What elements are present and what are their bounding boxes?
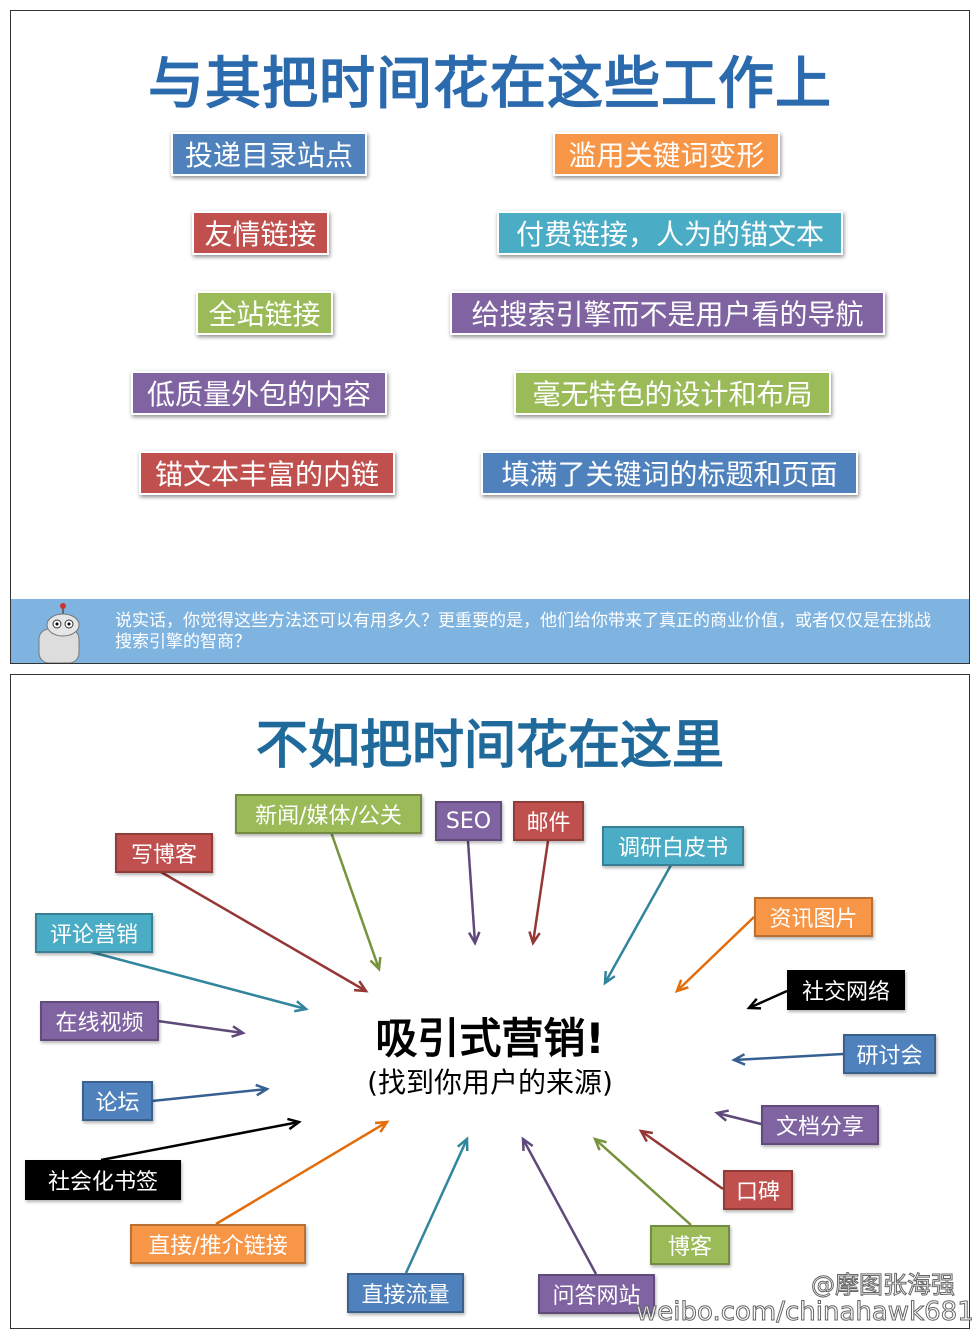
arrowhead-icon bbox=[746, 998, 762, 1010]
bad-practice-item: 低质量外包的内容 bbox=[131, 371, 387, 415]
arrow-line bbox=[733, 1052, 844, 1062]
arrowhead-icon bbox=[638, 1129, 654, 1143]
arrowhead-icon bbox=[603, 970, 616, 986]
traffic-source-item: 论坛 bbox=[82, 1081, 153, 1121]
arrow-line bbox=[90, 950, 307, 1011]
bottom-title: 不如把时间花在这里 bbox=[255, 716, 724, 776]
arrow-line bbox=[404, 1138, 469, 1274]
arrowhead-icon bbox=[353, 980, 369, 993]
top-slide: 与其把时间花在这些工作上 投递目录站点 滥用关键词变形友情链接 付费链接，人为的锚文… bbox=[10, 10, 970, 664]
arrow-line bbox=[748, 989, 788, 1010]
traffic-source-item: 博客 bbox=[650, 1225, 730, 1265]
arrowhead-icon bbox=[231, 1025, 246, 1038]
arrow-line bbox=[466, 840, 477, 944]
arrowhead-icon bbox=[369, 956, 382, 972]
traffic-source-item: 口碑 bbox=[723, 1170, 793, 1210]
watermark-handle: @摩图张海强 bbox=[811, 1271, 956, 1300]
arrow-line bbox=[676, 916, 755, 992]
top-title: 与其把时间花在这些工作上 bbox=[148, 52, 832, 117]
arrowhead-icon bbox=[521, 1136, 534, 1152]
bad-practice-item: 填满了关键词的标题和页面 bbox=[481, 451, 858, 495]
traffic-source-item: 写博客 bbox=[115, 833, 213, 873]
arrowhead-icon bbox=[714, 1109, 730, 1122]
traffic-source-item: SEO bbox=[435, 801, 502, 841]
arrowhead-icon bbox=[293, 1000, 309, 1013]
arrow-line bbox=[603, 864, 673, 984]
arrow-line bbox=[151, 1087, 268, 1103]
traffic-source-item: 文档分享 bbox=[761, 1105, 879, 1145]
traffic-source-item: 研讨会 bbox=[843, 1034, 936, 1074]
traffic-source-item: 社会化书签 bbox=[25, 1160, 181, 1200]
bottom-slide: 不如把时间花在这里 吸引式营销! (找到你用户的来源) 新闻/媒体/公关 SEO 邮… bbox=[10, 674, 974, 1329]
traffic-source-item: 直接流量 bbox=[347, 1273, 464, 1313]
arrow-line bbox=[100, 1120, 300, 1162]
watermark-url: weibo.com/chinahawk681 bbox=[636, 1297, 975, 1328]
traffic-source-item: 新闻/媒体/公关 bbox=[235, 794, 422, 834]
arrow-line bbox=[531, 840, 550, 944]
bad-practice-item: 锚文本丰富的内链 bbox=[139, 451, 395, 495]
arrow-line bbox=[716, 1111, 762, 1126]
arrowhead-icon bbox=[374, 1120, 390, 1133]
arrow-line bbox=[157, 1019, 244, 1035]
robot-mascot-icon bbox=[38, 603, 80, 663]
arrowhead-icon bbox=[674, 979, 689, 993]
arrowhead-icon bbox=[592, 1137, 607, 1151]
traffic-source-item: 在线视频 bbox=[40, 1001, 159, 1041]
banner: 说实话，你觉得这些方法还可以有用多久？更重要的是，他们给你带来了真正的商业价值，… bbox=[11, 599, 969, 663]
bad-practice-item: 投递目录站点 bbox=[171, 132, 367, 176]
arrow-line bbox=[640, 1129, 724, 1191]
arrowhead-icon bbox=[255, 1083, 270, 1097]
bad-practice-item: 全站链接 bbox=[196, 291, 333, 335]
arrowhead-icon bbox=[456, 1136, 469, 1152]
arrowhead-icon bbox=[467, 931, 481, 946]
arrow-line bbox=[215, 1120, 388, 1226]
bad-practice-item: 付费链接，人为的锚文本 bbox=[497, 211, 843, 255]
arrow-line bbox=[160, 870, 367, 993]
traffic-source-item: 直接/推介链接 bbox=[130, 1224, 306, 1264]
traffic-source-item: 社交网络 bbox=[787, 970, 905, 1010]
arrows-layer bbox=[90, 831, 844, 1275]
arrow-line bbox=[594, 1138, 692, 1226]
center-title: 吸引式营销! bbox=[375, 1014, 605, 1063]
bad-practice-item: 毫无特色的设计和布局 bbox=[514, 371, 831, 415]
bad-practice-item: 给搜索引擎而不是用户看的导航 bbox=[450, 291, 885, 335]
bad-practice-item: 滥用关键词变形 bbox=[553, 132, 780, 176]
banner-text: 说实话，你觉得这些方法还可以有用多久？更重要的是，他们给你带来了真正的商业价值，… bbox=[115, 611, 931, 652]
arrow-line bbox=[329, 831, 381, 970]
arrowhead-icon bbox=[528, 931, 541, 946]
bad-practice-item: 友情链接 bbox=[192, 211, 329, 255]
traffic-source-item: 问答网站 bbox=[538, 1274, 655, 1314]
traffic-source-item: 调研白皮书 bbox=[602, 826, 744, 866]
traffic-source-item: 评论营销 bbox=[35, 913, 153, 953]
traffic-source-item: 资讯图片 bbox=[754, 897, 873, 937]
arrowhead-icon bbox=[731, 1053, 746, 1066]
arrow-line bbox=[521, 1138, 598, 1275]
center-subtitle: (找到你用户的来源) bbox=[367, 1066, 613, 1099]
traffic-source-item: 邮件 bbox=[513, 801, 584, 841]
arrowhead-icon bbox=[287, 1117, 302, 1131]
